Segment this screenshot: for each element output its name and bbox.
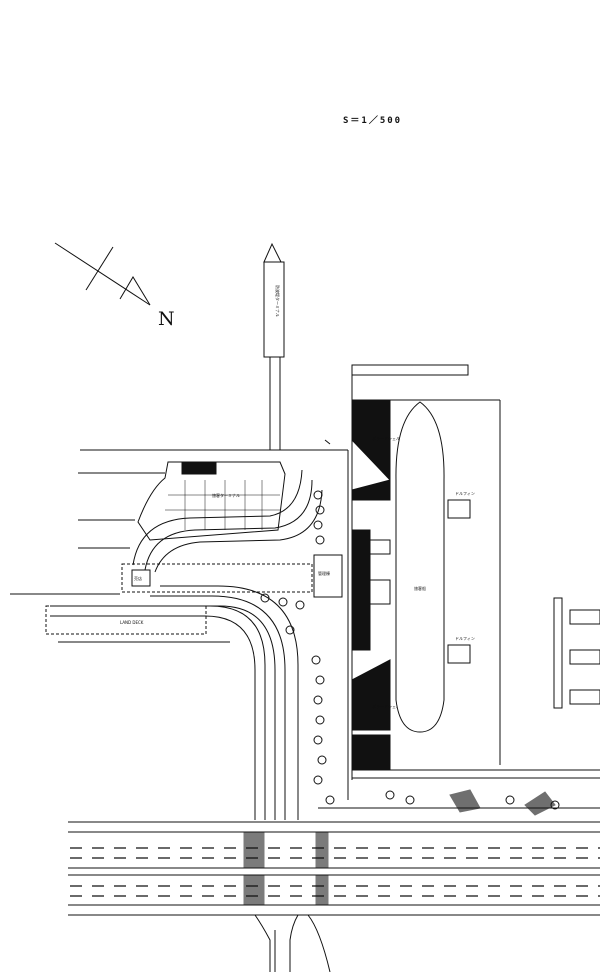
dolphin-lower-label: ドルフィン bbox=[455, 636, 475, 641]
main-road bbox=[68, 821, 600, 972]
breakwater-label: 防波堤ターミナル bbox=[275, 285, 281, 317]
dolphin-upper-label: ドルフィン bbox=[455, 491, 475, 496]
passenger-terminal: 旅客ターミナル bbox=[137, 461, 286, 541]
land-boundary bbox=[10, 439, 349, 800]
waterfront-deck bbox=[318, 789, 600, 816]
land-deck: LAND DECK bbox=[45, 563, 313, 635]
berth-quay: ボラードシェルター ボラードシェルター bbox=[351, 364, 600, 780]
shelter-lower-label: ボラードシェルター bbox=[372, 703, 408, 709]
kiosk-label: 売店 bbox=[134, 575, 142, 581]
north-arrow-icon bbox=[54, 242, 151, 306]
passenger-ship: 旅客船 bbox=[395, 401, 445, 733]
ship-label: 旅客船 bbox=[414, 585, 426, 591]
scale-label: S＝1／500 bbox=[343, 116, 403, 126]
facility-label: 管理棟 bbox=[318, 570, 330, 576]
shelter-upper-label: ボラードシェルター bbox=[372, 435, 408, 441]
dolphins: ドルフィン ドルフィン bbox=[447, 491, 600, 709]
deck-label: LAND DECK bbox=[120, 620, 144, 625]
tree-row bbox=[260, 490, 560, 810]
small-buildings: 管理棟 売店 bbox=[131, 554, 343, 598]
terminal-label: 旅客ターミナル bbox=[212, 492, 240, 498]
curved-road bbox=[50, 469, 323, 820]
breakwater-pier: 防波堤ターミナル bbox=[263, 242, 285, 450]
north-label: N bbox=[158, 308, 175, 330]
